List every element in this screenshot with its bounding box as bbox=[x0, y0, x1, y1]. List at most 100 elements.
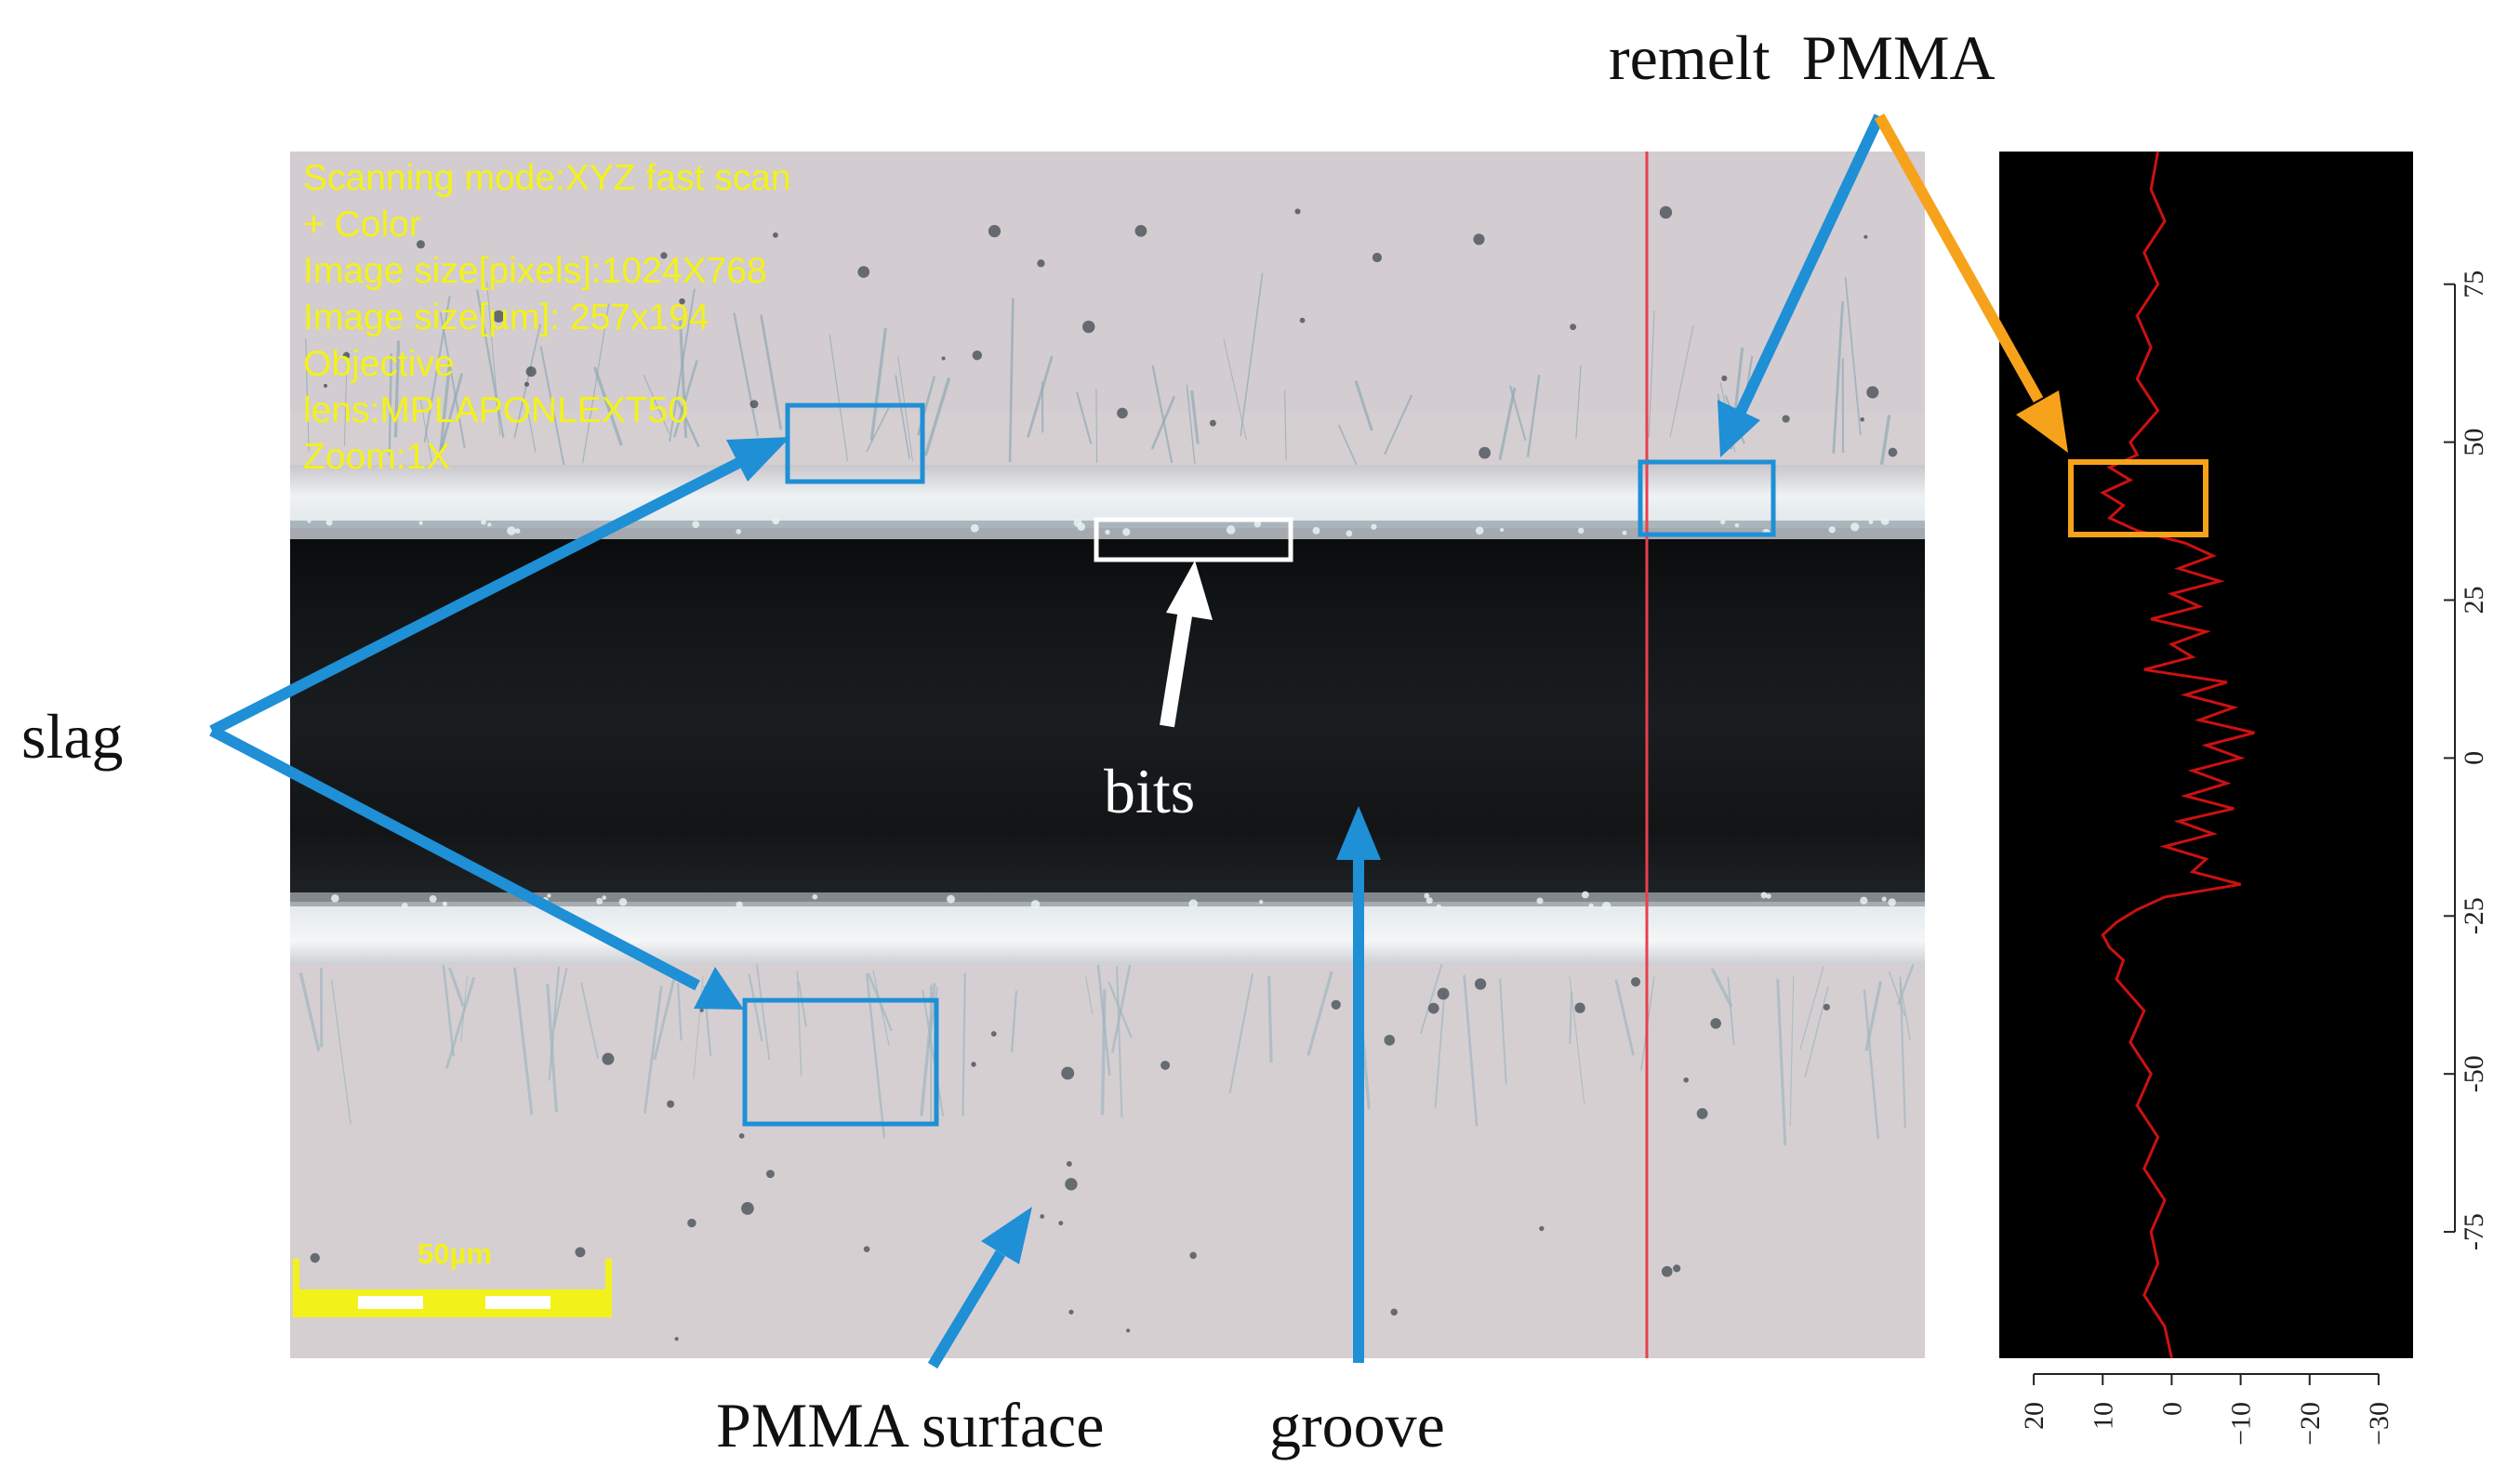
slag-streak bbox=[1240, 272, 1264, 437]
bits-box bbox=[1094, 517, 1293, 562]
edge-bit bbox=[1577, 527, 1585, 535]
debris-speck bbox=[1331, 999, 1341, 1010]
x-tick-label: 20 bbox=[2019, 1402, 2049, 1430]
slag-streak bbox=[1107, 981, 1133, 1038]
debris-speck bbox=[1721, 375, 1728, 381]
scale-bar-segment-2 bbox=[485, 1296, 550, 1309]
overlay-line-4: Image size[µm]: 257x194 bbox=[303, 297, 710, 337]
edge-bit bbox=[1424, 892, 1430, 899]
slag-streak bbox=[1614, 979, 1635, 1056]
slag-streak bbox=[760, 314, 783, 430]
slag-streak bbox=[895, 375, 910, 460]
debris-speck bbox=[1630, 977, 1641, 987]
debris-speck bbox=[1863, 234, 1868, 239]
edge-bit bbox=[602, 895, 607, 900]
debris-speck bbox=[1860, 416, 1864, 422]
bits-arrow-head bbox=[1166, 561, 1213, 620]
slag-streak bbox=[643, 374, 670, 435]
slag-streak bbox=[1888, 971, 1906, 1017]
debris-speck bbox=[1888, 447, 1898, 457]
debris-speck bbox=[1061, 1066, 1075, 1080]
debris-speck bbox=[416, 240, 425, 249]
annotation-labels: remelt PMMA slag bits PMMA surface groov… bbox=[21, 22, 1996, 1460]
slag-streak bbox=[1354, 380, 1373, 431]
debris-speck bbox=[857, 266, 870, 278]
edge-bit bbox=[1188, 899, 1199, 909]
debris-speck bbox=[1659, 205, 1673, 219]
edge-bit bbox=[692, 521, 700, 529]
edge-bit bbox=[331, 894, 339, 903]
debris-speck bbox=[766, 1169, 775, 1179]
slag-streak bbox=[1864, 981, 1883, 1051]
edge-bit bbox=[1475, 526, 1484, 535]
debris-speck bbox=[1539, 1225, 1545, 1232]
debris-speck bbox=[1384, 1035, 1396, 1046]
slag-streak bbox=[796, 971, 802, 1077]
slag-streak bbox=[447, 967, 465, 1008]
slag-streak bbox=[438, 360, 452, 454]
slag-streak bbox=[897, 356, 913, 462]
debris-speck bbox=[1437, 987, 1450, 1000]
remelt-box-profile bbox=[2068, 459, 2208, 537]
slag-streak bbox=[1498, 387, 1517, 461]
slag-streak bbox=[513, 324, 541, 439]
edge-bit bbox=[1601, 902, 1611, 911]
debris-speck bbox=[1066, 1161, 1072, 1167]
debris-speck bbox=[1209, 419, 1216, 427]
overlay-line-1: Scanning mode:XYZ fast scan bbox=[303, 158, 791, 198]
debris-speck bbox=[1427, 1002, 1439, 1014]
debris-speck bbox=[773, 232, 778, 238]
slag-streak bbox=[693, 975, 704, 1079]
edge-bit bbox=[736, 901, 743, 909]
label-slag: slag bbox=[21, 701, 124, 772]
edge-bit bbox=[418, 521, 423, 525]
debris-speck bbox=[492, 310, 505, 323]
edge-bit bbox=[1720, 519, 1726, 525]
overlay-line-5: Objective bbox=[303, 344, 455, 384]
x-tick-label: 10 bbox=[2088, 1402, 2118, 1430]
debris-speck bbox=[988, 225, 1001, 238]
edge-bit bbox=[1253, 520, 1262, 528]
slag-streak bbox=[1899, 982, 1911, 1040]
slag-streak bbox=[733, 312, 760, 436]
slag-streak bbox=[866, 403, 892, 453]
edge-bit bbox=[1346, 530, 1353, 537]
edge-bit bbox=[1766, 893, 1771, 899]
debris-speck bbox=[1372, 252, 1383, 263]
groove-arrow-head bbox=[1336, 806, 1381, 860]
slag-streak bbox=[393, 340, 401, 438]
slag-streak bbox=[1267, 976, 1273, 1064]
slag-streak bbox=[1085, 976, 1094, 1015]
debris-speck bbox=[1696, 1107, 1708, 1119]
pmma-arrow-head bbox=[981, 1207, 1032, 1264]
overlay-line-3: Image size[pixels]:1024X768 bbox=[303, 251, 767, 291]
slag-streak bbox=[1223, 338, 1247, 441]
slag-streak bbox=[865, 973, 886, 1139]
edge-bit bbox=[1122, 528, 1131, 536]
slag-streak bbox=[1569, 975, 1585, 1105]
scale-bar-body bbox=[293, 1289, 612, 1317]
scale-bar: 50µm bbox=[293, 1237, 612, 1317]
x-tick-label: −10 bbox=[2226, 1402, 2257, 1446]
slag-box-upper bbox=[785, 403, 925, 484]
edge-bit bbox=[1371, 523, 1377, 530]
edge-bit bbox=[1436, 904, 1442, 910]
edge-bit bbox=[1880, 516, 1890, 525]
slag-streak bbox=[1384, 394, 1413, 456]
slag-streak bbox=[1727, 977, 1735, 1046]
debris-speck bbox=[990, 1031, 997, 1037]
edge-bit bbox=[325, 519, 333, 526]
annotation-arrows bbox=[209, 113, 2068, 1369]
edge-bit bbox=[1760, 892, 1768, 899]
remelt-arrow-orange-shaft bbox=[1874, 113, 2044, 403]
slag-streak bbox=[1075, 391, 1093, 444]
scale-bar-tick-right bbox=[605, 1259, 612, 1317]
edge-bit bbox=[1312, 526, 1320, 535]
debris-speck bbox=[1058, 1221, 1064, 1226]
remelt-box-image bbox=[1638, 459, 1776, 537]
slag-streak bbox=[1832, 301, 1845, 454]
debris-speck bbox=[1823, 1003, 1830, 1011]
debris-speck bbox=[1570, 324, 1577, 331]
